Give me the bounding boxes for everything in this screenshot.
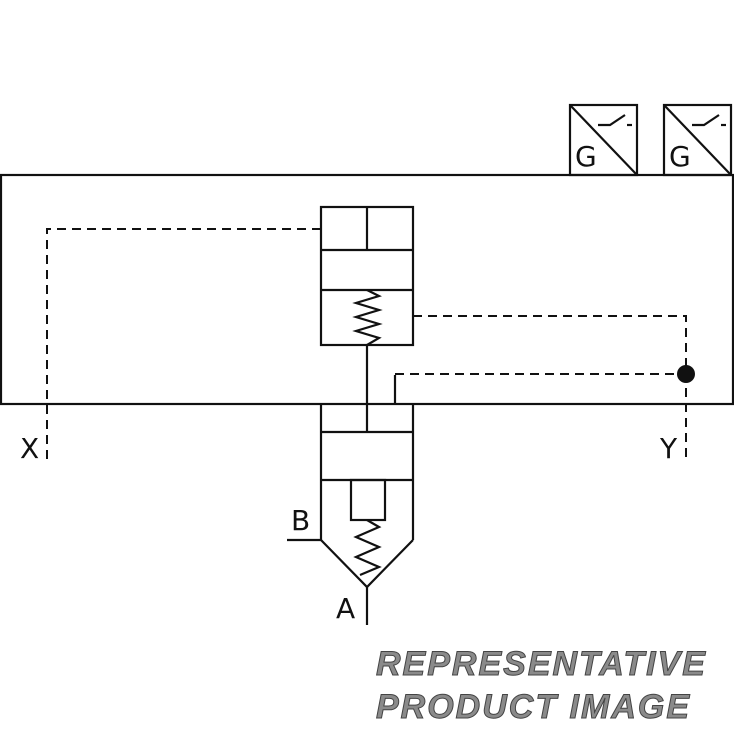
junction-dot — [677, 365, 695, 383]
port-a-label: A — [336, 592, 355, 625]
watermark-line-1: REPRESENTATIVE — [376, 645, 707, 683]
pilot-lines — [46, 228, 695, 462]
switch-2: G — [662, 103, 733, 177]
port-x-label: X — [20, 432, 39, 465]
switch-2-label: G — [669, 140, 691, 173]
watermark-line-2: PRODUCT IMAGE — [376, 688, 691, 726]
switch-1: G — [568, 103, 639, 177]
port-y-label: Y — [659, 432, 678, 465]
port-b-label: B — [291, 504, 310, 537]
pilot-valve — [319, 205, 415, 432]
pilot-spring-icon — [352, 289, 383, 346]
switch-1-label: G — [575, 140, 597, 173]
main-poppet-valve — [287, 375, 415, 625]
poppet-spring-icon — [353, 519, 382, 577]
